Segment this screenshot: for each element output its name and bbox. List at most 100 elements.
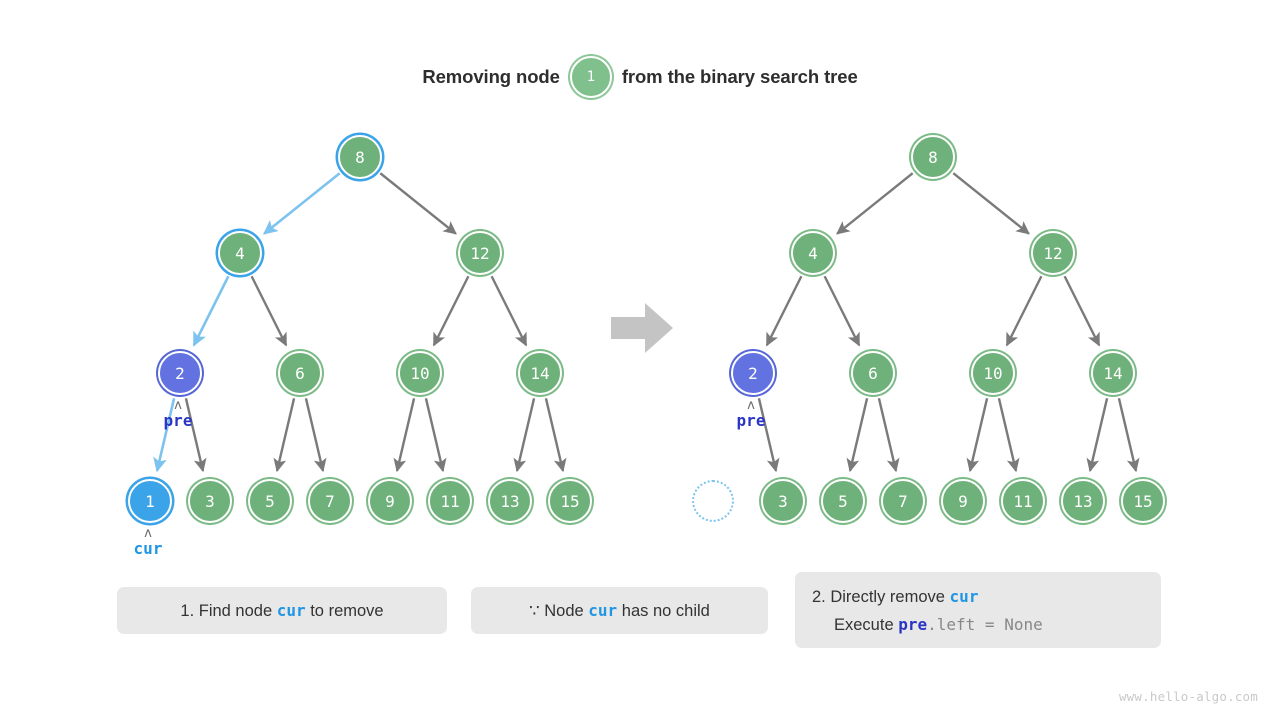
tree-node-10[interactable]: 10	[971, 351, 1015, 395]
tree-node-4[interactable]: 4	[218, 231, 262, 275]
tree-node-6[interactable]: 6	[278, 351, 322, 395]
tree-node-5[interactable]: 5	[821, 479, 865, 523]
tree-edge-10-to-9	[393, 398, 416, 473]
tree-node-label: 10	[983, 363, 1003, 383]
tree-node-5[interactable]: 5	[248, 479, 292, 523]
tree-node-11[interactable]: 11	[1001, 479, 1045, 523]
caption-step-2-line-2: Execute pre.left = None	[812, 611, 1161, 639]
caption-step-2-keyword: cur	[949, 587, 979, 606]
tree-node-label: 12	[470, 243, 490, 263]
tree-node-label: 7	[898, 491, 908, 511]
tree-edge-12-to-14	[1063, 275, 1101, 347]
tree-edge-8-to-12	[952, 172, 1030, 235]
tree-node-7[interactable]: 7	[308, 479, 352, 523]
tree-node-label: 10	[410, 363, 430, 383]
tree-edge-4-to-2	[192, 275, 230, 347]
tree-node-8[interactable]: 8	[338, 135, 382, 179]
title-prefix: Removing node	[422, 66, 560, 87]
tree-node-13[interactable]: 13	[488, 479, 532, 523]
tree-node-3[interactable]: 3	[188, 479, 232, 523]
tree-edge-12-to-14	[490, 275, 528, 347]
tree-node-label: 1	[145, 491, 155, 511]
tree-node-label: 2	[175, 363, 185, 383]
tree-node-9[interactable]: 9	[368, 479, 412, 523]
tree-node-13[interactable]: 13	[1061, 479, 1105, 523]
tree-node-label: 7	[325, 491, 335, 511]
tree-node-7[interactable]: 7	[881, 479, 925, 523]
because-symbol: ∵	[529, 600, 540, 620]
tree-node-label: 15	[1133, 491, 1153, 511]
caption-step-2-execute-label: Execute	[834, 616, 899, 634]
caption-step-1-text: 1. Find node cur to remove	[180, 597, 383, 625]
tree-edge-12-to-10	[1005, 275, 1043, 347]
tree-node-label: 14	[1103, 363, 1123, 383]
watermark: www.hello-algo.com	[1118, 689, 1258, 704]
pointer-name: cur	[133, 539, 163, 558]
tree-node-14[interactable]: 14	[1091, 351, 1135, 395]
tree-node-label: 6	[295, 363, 305, 383]
tree-edge-10-to-9	[966, 398, 989, 473]
tree-node-label: 3	[778, 491, 788, 511]
caption-step-2-pre-keyword: pre	[898, 615, 928, 634]
tree-node-label: 2	[748, 363, 758, 383]
tree-node-label: 9	[958, 491, 968, 511]
title-node-badge: 1	[569, 56, 612, 98]
tree-node-8[interactable]: 8	[911, 135, 955, 179]
tree-node-label: 5	[265, 491, 275, 511]
tree-node-6[interactable]: 6	[851, 351, 895, 395]
caption-step-2-prefix: 2. Directly remove	[812, 588, 950, 606]
tree-node-label: 11	[440, 491, 460, 511]
caption-step-1: 1. Find node cur to remove	[117, 587, 447, 634]
tree-node-label: 5	[838, 491, 848, 511]
tree-node-10[interactable]: 10	[398, 351, 442, 395]
tree-node-12[interactable]: 12	[458, 231, 502, 275]
tree-node-15[interactable]: 15	[1121, 479, 1165, 523]
tree-edge-14-to-13	[1086, 398, 1109, 473]
tree-node-2[interactable]: 2	[158, 351, 202, 395]
transition-right-arrow-icon	[611, 303, 673, 353]
tree-edge-10-to-11	[424, 398, 447, 473]
tree-node-2[interactable]: 2	[731, 351, 775, 395]
tree-edge-4-to-6	[823, 275, 861, 347]
pointer-caret-icon: ʌ	[174, 398, 182, 413]
tree-node-1[interactable]: 1	[128, 479, 172, 523]
caption-step-2-code: .left = None	[927, 615, 1043, 634]
caption-reason-keyword: cur	[588, 600, 618, 620]
tree-node-label: 4	[808, 243, 818, 263]
tree-edge-6-to-7	[304, 398, 327, 473]
tree-edge-6-to-5	[846, 398, 869, 473]
tree-edge-14-to-15	[1117, 398, 1140, 473]
tree-node-label: 6	[868, 363, 878, 383]
tree-node-4[interactable]: 4	[791, 231, 835, 275]
tree-node-9[interactable]: 9	[941, 479, 985, 523]
tree-node-label: 3	[205, 491, 215, 511]
tree-node-label: 4	[235, 243, 245, 263]
title-suffix: from the binary search tree	[621, 66, 858, 87]
caption-step-1-suffix: to remove	[305, 601, 384, 620]
tree-edge-4-to-2	[765, 275, 803, 347]
tree-node-label: 13	[500, 491, 520, 511]
tree-edge-8-to-12	[379, 172, 457, 235]
tree-node-11[interactable]: 11	[428, 479, 472, 523]
caption-reason-suffix: has no child	[617, 601, 710, 620]
caption-reason-prefix: Node	[539, 601, 589, 620]
tree-node-label: 11	[1013, 491, 1033, 511]
tree-edge-12-to-10	[432, 275, 470, 347]
tree-edge-14-to-15	[544, 398, 567, 473]
tree-edge-6-to-7	[877, 398, 900, 473]
tree-edge-14-to-13	[513, 398, 536, 473]
tree-edge-10-to-11	[997, 398, 1020, 473]
tree-node-label: 9	[385, 491, 395, 511]
pointer-name: pre	[163, 411, 193, 430]
tree-edge-8-to-4	[262, 172, 341, 235]
tree-node-3[interactable]: 3	[761, 479, 805, 523]
tree-node-15[interactable]: 15	[548, 479, 592, 523]
page-title: Removing node 1 from the binary search t…	[0, 56, 1280, 98]
caption-reason: ∵ Node cur has no child	[471, 587, 768, 634]
tree-node-14[interactable]: 14	[518, 351, 562, 395]
removed-node-placeholder	[692, 480, 734, 522]
tree-node-12[interactable]: 12	[1031, 231, 1075, 275]
